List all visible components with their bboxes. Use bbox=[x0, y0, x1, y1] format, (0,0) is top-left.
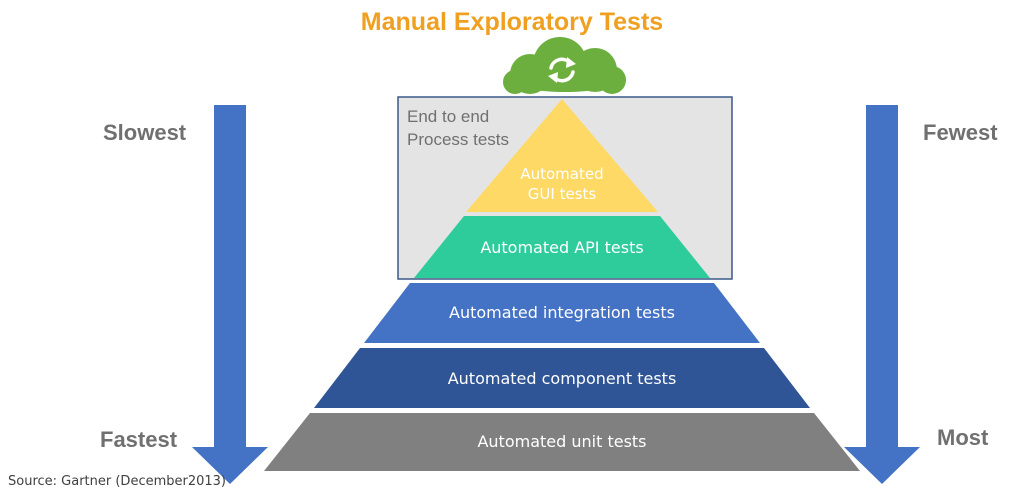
unit-tests-label: Automated unit tests bbox=[477, 432, 646, 451]
fastest-label: Fastest bbox=[100, 427, 178, 452]
integration-tests-label: Automated integration tests bbox=[449, 303, 675, 322]
integration-tests-layer bbox=[364, 283, 760, 343]
most-label: Most bbox=[937, 425, 989, 450]
gui-tests-layer bbox=[466, 99, 658, 212]
fewest-label: Fewest bbox=[923, 120, 998, 145]
unit-tests-layer bbox=[264, 413, 860, 471]
gui-tests-label-line1: Automated bbox=[520, 165, 603, 183]
e2e-label-line2: Process tests bbox=[407, 130, 509, 149]
page-title: Manual Exploratory Tests bbox=[360, 8, 664, 36]
slowest-label: Slowest bbox=[103, 120, 187, 145]
refresh-icon bbox=[548, 57, 576, 83]
api-tests-layer bbox=[414, 216, 710, 278]
component-tests-label: Automated component tests bbox=[448, 369, 677, 388]
component-tests-layer bbox=[314, 348, 810, 408]
cloud-icon bbox=[503, 37, 626, 94]
right-arrow bbox=[844, 105, 920, 484]
e2e-label-line1: End to end bbox=[407, 107, 489, 126]
source-note: Source: Gartner (December2013) bbox=[8, 474, 226, 489]
gui-tests-label-line2: GUI tests bbox=[528, 185, 597, 203]
api-tests-label: Automated API tests bbox=[480, 238, 643, 257]
left-arrow bbox=[192, 105, 268, 484]
